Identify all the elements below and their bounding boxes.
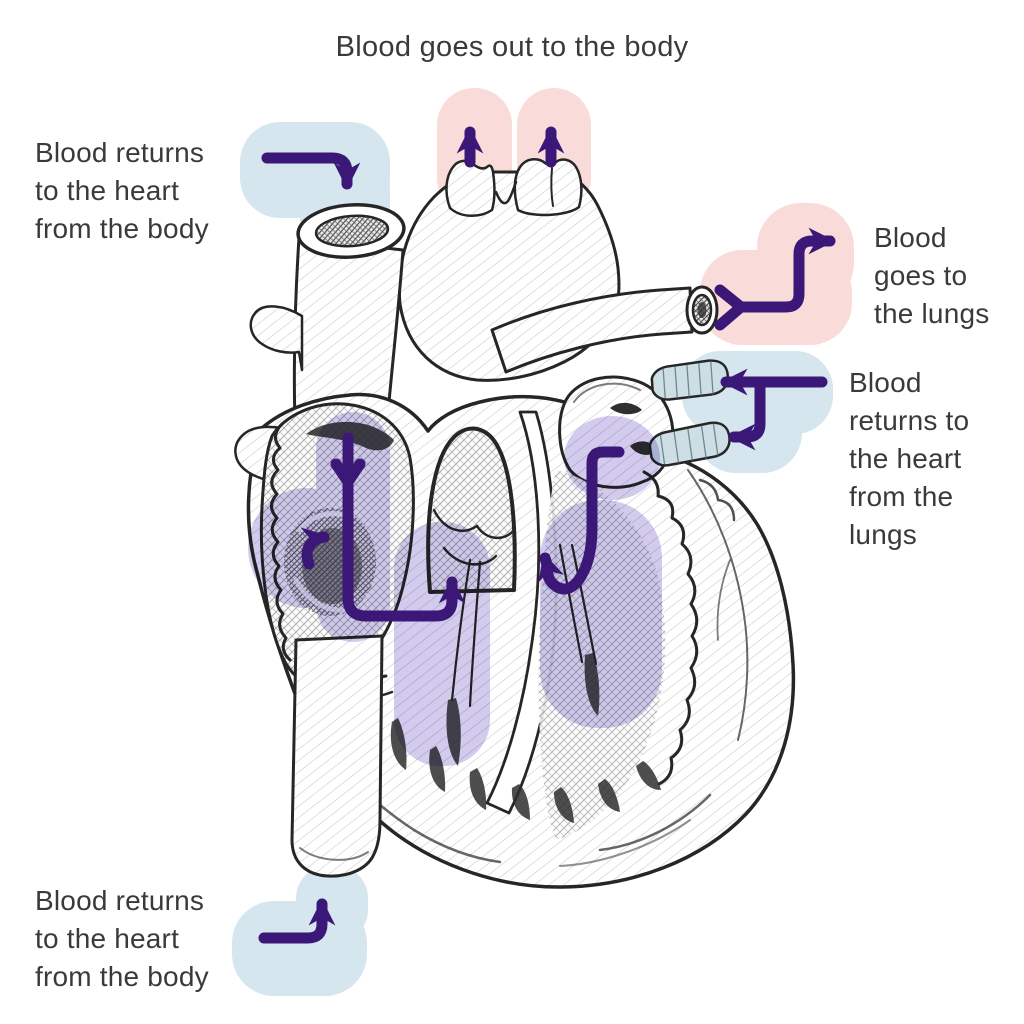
label-line: returns to <box>849 405 970 436</box>
label-line: from the <box>849 481 954 512</box>
aorta-branch-stub <box>445 159 496 217</box>
arrow-to-lungs <box>735 227 836 313</box>
label-return-body-top: Blood returns to the heart from the body <box>35 134 209 248</box>
arrow-return-body-top <box>261 152 361 190</box>
label-line: to the heart <box>35 923 180 954</box>
label-line: the lungs <box>874 298 990 329</box>
aorta-branch-stub <box>513 158 583 217</box>
arrow-return-lungs-lower <box>728 382 766 451</box>
label-line: lungs <box>849 519 917 550</box>
inferior-vena-cava <box>290 634 384 878</box>
label-line: Blood <box>874 222 947 253</box>
diagram-title: Blood goes out to the body <box>335 31 689 63</box>
highlight-return-body-bottom <box>232 866 368 996</box>
label-line: to the heart <box>35 175 180 206</box>
label-line: Blood <box>849 367 922 398</box>
arrow-svc-into-atrium <box>342 432 466 622</box>
arrow-return-body-bottom <box>258 898 336 944</box>
label-line: Blood returns <box>35 137 205 168</box>
pulmonary-vein-ostium <box>610 402 642 415</box>
label-line: goes to <box>874 260 968 291</box>
left-ventricle-wall <box>642 470 699 786</box>
arrow-svc-chevron <box>330 458 366 488</box>
label-goes-to-lungs: Blood goes to the lungs <box>874 219 989 333</box>
label-line: from the body <box>35 213 209 244</box>
arrow-left-heart-flow <box>538 446 625 595</box>
label-line: the heart <box>849 443 962 474</box>
arrow-tricuspid-flow <box>300 527 330 570</box>
pulmonary-artery <box>490 285 719 374</box>
flow-arrows <box>258 126 836 944</box>
label-line: from the body <box>35 961 209 992</box>
label-return-from-lungs: Blood returns to the heart from the lung… <box>849 364 969 554</box>
label-line: Blood returns <box>35 885 205 916</box>
label-return-body-bottom: Blood returns to the heart from the body <box>35 882 209 996</box>
